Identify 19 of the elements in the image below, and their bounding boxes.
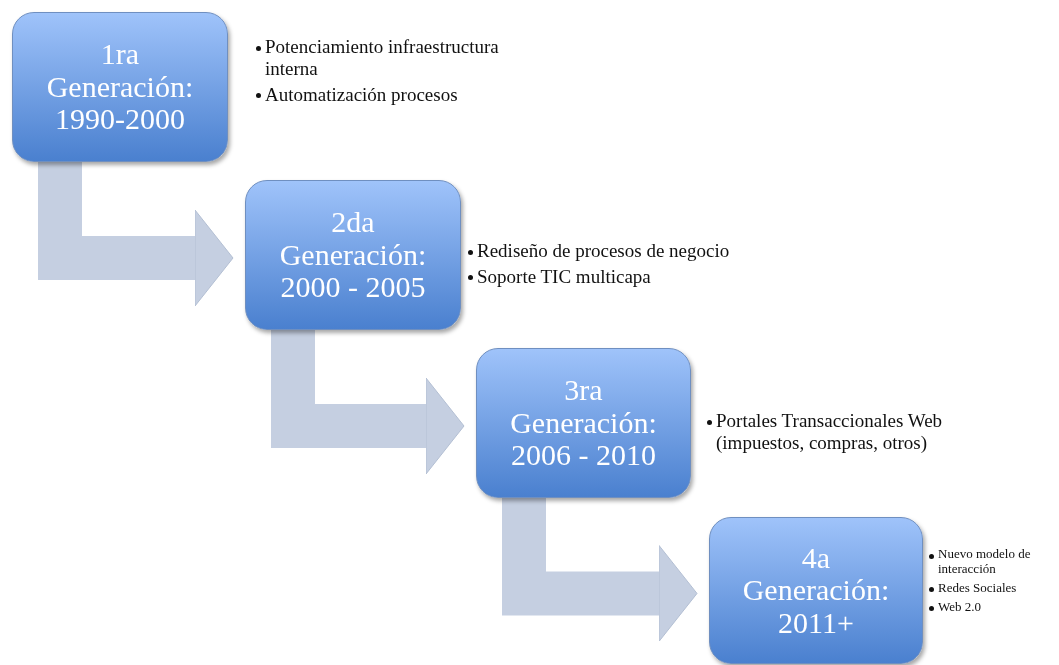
bullet-text: Automatización procesos (265, 83, 459, 106)
bullet-text: Soporte TIC multicapa (477, 265, 652, 288)
generation-box (12, 12, 228, 162)
bent-arrow (271, 330, 465, 475)
bullet-text: Potenciamiento infraestructura interna (265, 36, 500, 80)
bullet-text: Portales Transaccionales Web (impuestos, compras, otros) (716, 410, 944, 454)
bent-arrow (38, 162, 234, 307)
generation-title: 4a Generación: 2011+ (741, 541, 891, 640)
bullet-text: Web 2.0 (938, 599, 982, 615)
generation-box (245, 180, 461, 330)
generation-title: 2da Generación: 2000 - 2005 (278, 206, 428, 304)
bullet-text: Nuevo modelo de interacción (938, 547, 1032, 577)
bent-arrow (502, 498, 698, 642)
bullet-text: Redes Sociales (938, 580, 1018, 596)
generation-title: 3ra Generación: 2006 - 2010 (509, 374, 658, 472)
generation-box (709, 517, 923, 664)
generation-title: 1ra Generación: 1990-2000 (45, 38, 195, 136)
bullet-text: Rediseño de procesos de negocio (477, 240, 731, 262)
generation-box (476, 348, 691, 498)
